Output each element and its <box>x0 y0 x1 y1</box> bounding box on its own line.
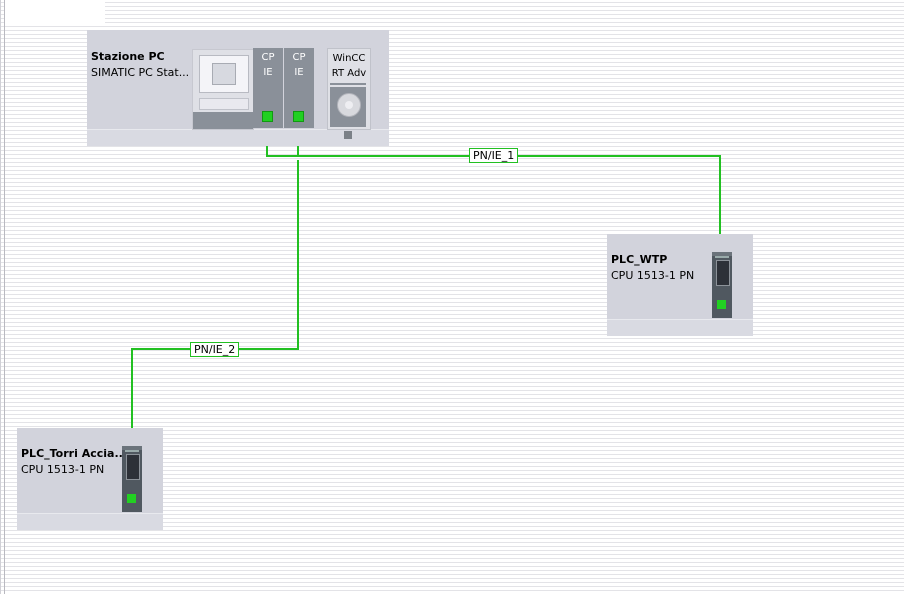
ethernet-port-icon[interactable] <box>127 494 136 503</box>
device-name: PLC_Torri Accia... <box>21 447 127 460</box>
module-label: RT Adv <box>331 68 367 79</box>
monitor-icon <box>199 55 249 93</box>
subnet-line-pn-ie-2b <box>131 160 299 450</box>
canvas-border <box>4 0 5 594</box>
subnet-label-pn-ie-1[interactable]: PN/IE_1 <box>469 148 519 163</box>
cpu-module-icon[interactable] <box>122 446 142 512</box>
cpu-display-icon <box>716 260 730 286</box>
plc-wtp-device[interactable]: PLC_WTP CPU 1513-1 PN <box>607 234 753 336</box>
ethernet-port-icon[interactable] <box>717 300 726 309</box>
device-footer <box>607 319 753 336</box>
cp-ie-module-2[interactable]: CP IE <box>284 48 314 128</box>
cpu-display-icon <box>126 454 140 480</box>
canvas-border-outer <box>0 0 1 594</box>
module-label: CP <box>261 52 275 63</box>
pc-station-device[interactable]: Stazione PC SIMATIC PC Stat... CP IE CP … <box>87 30 389 146</box>
module-label: WinCC <box>332 53 366 64</box>
device-footer <box>17 513 163 530</box>
module-label: IE <box>294 67 304 78</box>
cp-ie-module-1[interactable]: CP IE <box>253 48 283 128</box>
device-name: PLC_WTP <box>611 253 668 266</box>
subnet-label-pn-ie-2[interactable]: PN/IE_2 <box>190 342 240 357</box>
device-name: Stazione PC <box>91 50 165 63</box>
disc-icon <box>330 87 366 127</box>
plc-torri-device[interactable]: PLC_Torri Accia... CPU 1513-1 PN <box>17 428 163 530</box>
ethernet-port-icon[interactable] <box>262 111 273 122</box>
device-type: CPU 1513-1 PN <box>611 269 695 282</box>
ethernet-port-icon[interactable] <box>293 111 304 122</box>
wincc-rt-adv-module[interactable]: WinCC RT Adv <box>327 48 371 130</box>
device-type: CPU 1513-1 PN <box>21 463 105 476</box>
backplane-port-icon <box>344 131 352 139</box>
module-label: IE <box>263 67 273 78</box>
pc-image <box>192 49 254 130</box>
device-type: SIMATIC PC Stat... <box>91 66 190 79</box>
cpu-module-icon[interactable] <box>712 252 732 318</box>
module-label: CP <box>292 52 306 63</box>
